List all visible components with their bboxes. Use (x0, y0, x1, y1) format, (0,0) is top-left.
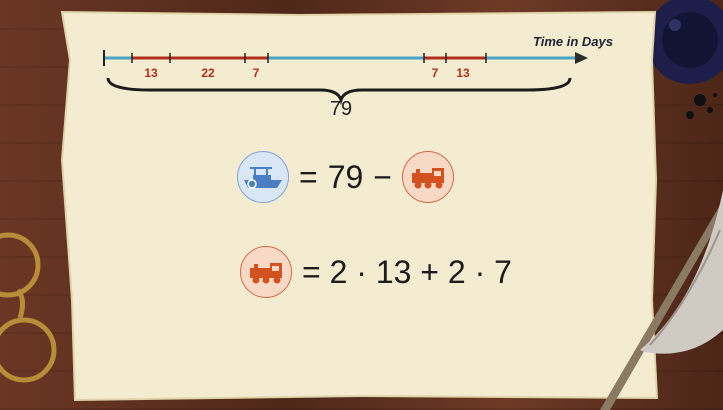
equals-sign: = (299, 158, 318, 195)
ship-icon (237, 151, 289, 203)
total-brace (106, 77, 572, 106)
equation-2: = 2 · 13 + 2 · 7 (240, 246, 512, 298)
minus-sign: − (373, 158, 392, 195)
timeline-axis-label: Time in Days (533, 34, 613, 49)
equation-1: = 79 − (237, 151, 454, 203)
segment-label: 22 (201, 66, 215, 80)
ink-pot-icon (646, 0, 723, 84)
glasses-icon (0, 232, 57, 383)
segment-label: 13 (144, 66, 158, 80)
paper-sheet (60, 10, 659, 402)
segment-label: 7 (431, 66, 439, 80)
timeline-total: 79 (329, 98, 353, 120)
segment-label: 13 (456, 66, 470, 80)
train-icon (240, 246, 292, 298)
train-icon (401, 151, 454, 203)
timeline (103, 50, 588, 106)
ink-splatter (686, 93, 717, 119)
segment-label: 7 (252, 66, 260, 80)
train-days-expression: = 2 · 13 + 2 · 7 (302, 253, 512, 290)
total-days-value: 79 (327, 158, 364, 195)
quill-icon (600, 190, 723, 410)
timeline-arrow-icon (575, 52, 588, 64)
